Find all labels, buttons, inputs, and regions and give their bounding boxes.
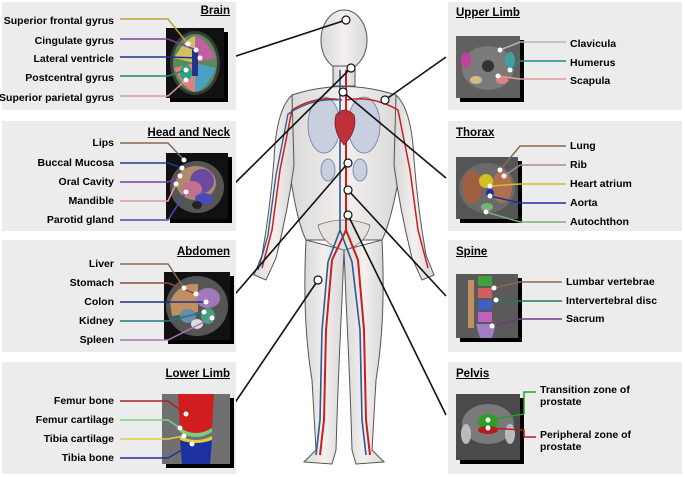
label-femur-cartilage: Femur cartilage [35, 414, 114, 426]
label-lumbar-vertebrae: Lumbar vertebrae [566, 276, 655, 288]
label-transition-zone-of-prostate: Transition zone of prostate [540, 384, 630, 408]
panel-title-abdomen: Abdomen [176, 246, 230, 258]
label-autochthon: Autochthon [570, 216, 629, 228]
label-lateral-ventricle: Lateral ventricle [33, 53, 114, 65]
panel-title-upper-limb: Upper Limb [456, 7, 520, 19]
label-mandible: Mandible [68, 195, 114, 207]
panel-title-brain: Brain [200, 5, 230, 17]
panel-title-pelvis: Pelvis [456, 368, 490, 380]
label-buccal-mucosa: Buccal Mucosa [37, 157, 114, 169]
label-stomach: Stomach [69, 277, 114, 289]
brain-scan-image [166, 28, 224, 98]
panel-title-lower-limb: Lower Limb [165, 368, 230, 380]
panel-title-head-and-neck: Head and Neck [147, 127, 230, 139]
label-tibia-bone: Tibia bone [61, 452, 114, 464]
label-intervertebral-disc: Intervertebral disc [566, 295, 658, 307]
label-superior-frontal-gyrus: Superior frontal gyrus [3, 15, 114, 27]
label-lung: Lung [570, 140, 596, 152]
label-cingulate-gyrus: Cingulate gyrus [34, 35, 114, 47]
panel-title-thorax: Thorax [456, 127, 495, 139]
panel-thorax: Thorax Lung Rib Heart atrium Aorta Autoc… [448, 121, 682, 231]
label-lips: Lips [92, 137, 114, 149]
label-peripheral-zone-of-prostate: Peripheral zone of prostate [540, 429, 632, 453]
label-liver: Liver [88, 258, 114, 270]
label-aorta: Aorta [570, 197, 598, 209]
abdomen-scan-image [164, 272, 230, 340]
label-heart-atrium: Heart atrium [570, 178, 632, 190]
label-femur-bone: Femur bone [53, 395, 114, 407]
panel-upper-limb: Upper Limb Clavicula Humerus Scapula [448, 2, 682, 110]
panel-brain: Brain Superior frontal gyrus Cingulate g… [0, 2, 236, 110]
panel-abdomen: Abdomen Liver Stomach Colon Kidney Splee… [2, 240, 236, 352]
label-kidney: Kidney [78, 315, 114, 327]
label-tibia-cartilage: Tibia cartilage [43, 433, 114, 445]
thorax-scan-image [456, 157, 518, 219]
label-colon: Colon [84, 296, 114, 308]
label-spleen: Spleen [79, 334, 114, 346]
panel-head-and-neck: Head and Neck Lips Buccal Mucosa Oral Ca… [2, 121, 236, 231]
panel-lower-limb: Lower Limb Femur bone Femur cartilage Ti… [2, 362, 236, 474]
label-clavicula: Clavicula [570, 38, 617, 50]
label-scapula: Scapula [570, 75, 611, 87]
label-oral-cavity: Oral Cavity [58, 176, 114, 188]
label-superior-parietal-gyrus: Superior parietal gyrus [0, 92, 114, 104]
panel-title-spine: Spine [456, 246, 488, 258]
upper-limb-scan-image [456, 36, 520, 98]
label-sacrum: Sacrum [566, 313, 605, 325]
label-rib: Rib [570, 159, 587, 171]
label-humerus: Humerus [570, 57, 616, 69]
label-parotid-gland: Parotid gland [46, 214, 114, 226]
label-postcentral-gyrus: Postcentral gyrus [25, 72, 114, 84]
